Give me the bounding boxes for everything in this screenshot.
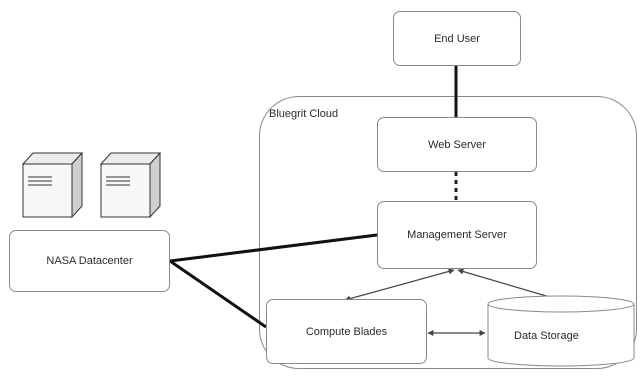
nasa-compute-link [169, 259, 267, 329]
nasa-datacenter-node: NASA Datacenter [9, 230, 170, 292]
end-user-label: End User [434, 32, 480, 45]
web-server-label: Web Server [428, 138, 486, 151]
server-icon [99, 151, 162, 219]
data-storage-cylinder [487, 295, 635, 367]
cloud-title: Bluegrit Cloud [269, 108, 339, 120]
nasa-datacenter-label: NASA Datacenter [46, 255, 133, 267]
end-user-node: End User [393, 11, 521, 66]
nasa-mgmt-link [169, 233, 378, 263]
mgmt-storage-arrow [457, 268, 561, 302]
data-storage-label: Data Storage [514, 330, 579, 342]
server-icon [21, 151, 84, 219]
management-server-node: Management Server [377, 201, 537, 269]
compute-blades-node: Compute Blades [266, 299, 427, 364]
management-server-label: Management Server [407, 229, 507, 241]
compute-blades-label: Compute Blades [305, 325, 388, 338]
web-server-node: Web Server [377, 117, 537, 172]
mgmt-compute-arrow [344, 268, 455, 302]
